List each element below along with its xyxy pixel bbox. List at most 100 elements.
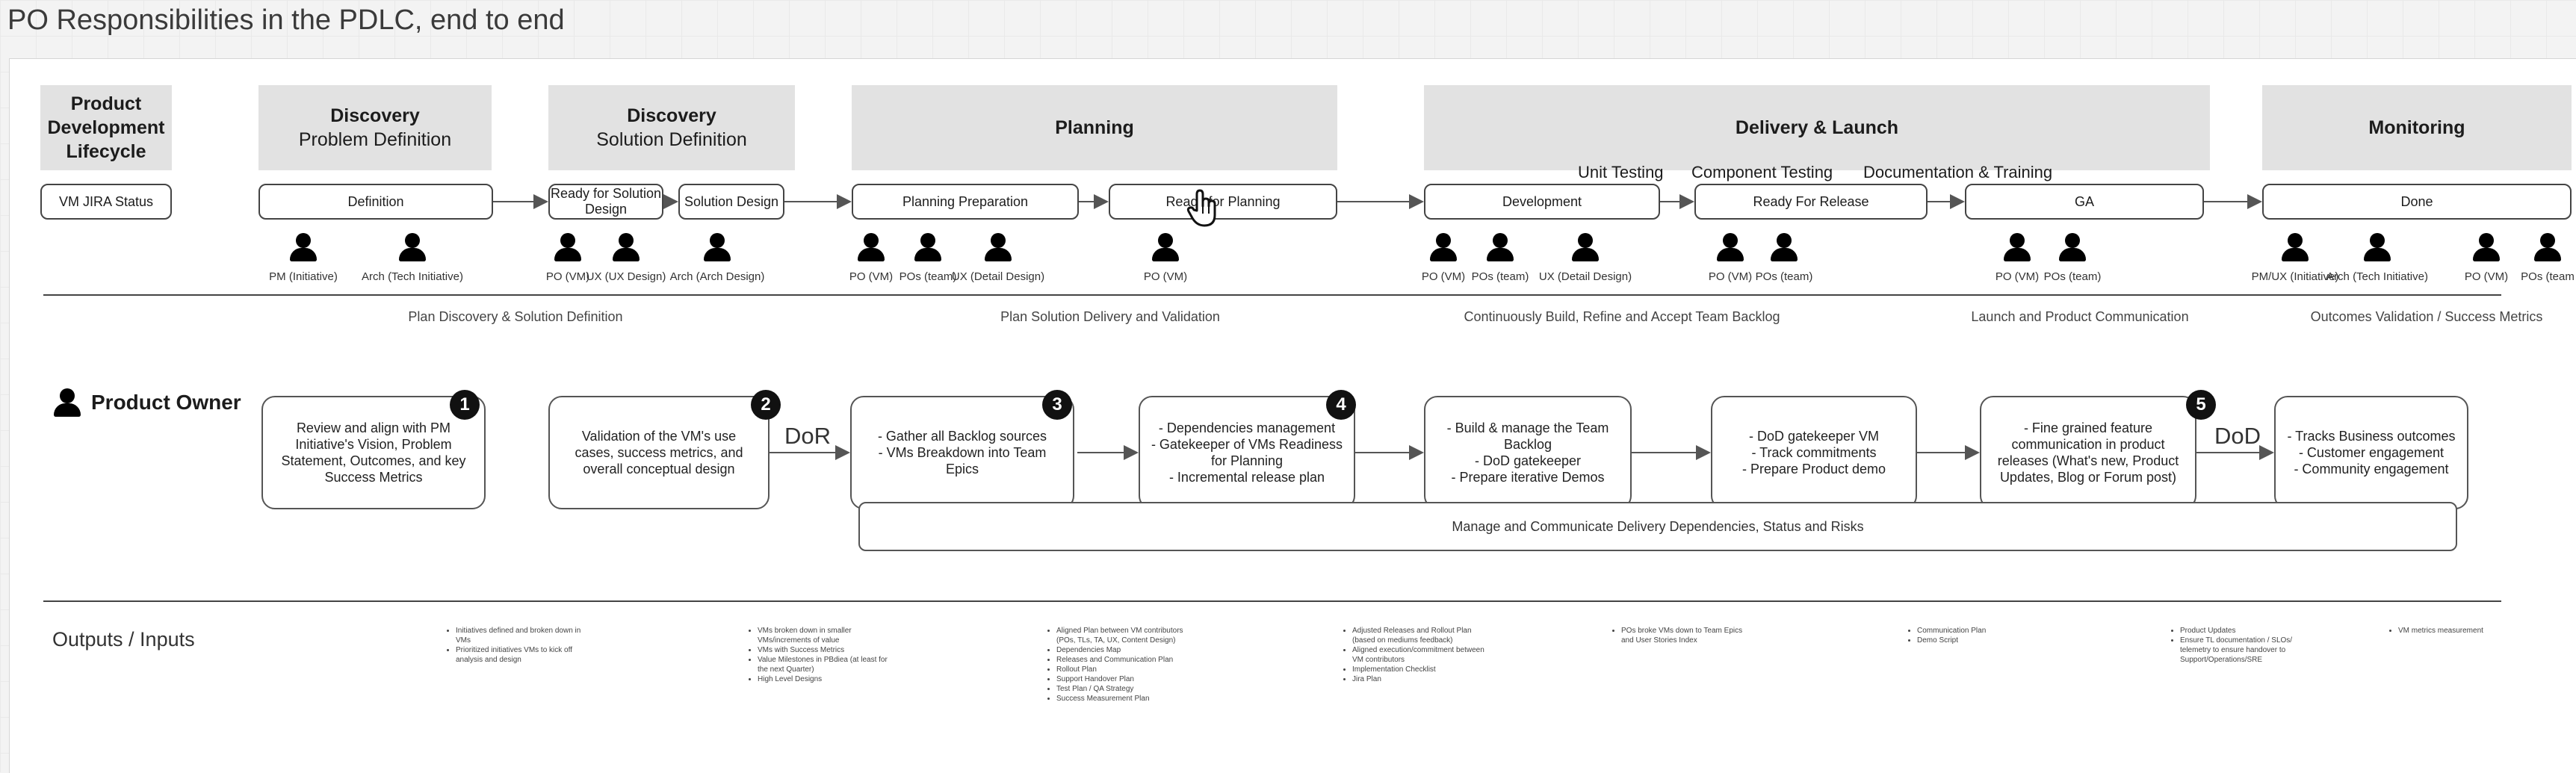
outputs-inputs-label: Outputs / Inputs	[52, 628, 195, 651]
responsibility-card-6: - DoD gatekeeper VM- Track commitments- …	[1711, 396, 1917, 509]
divider-line	[43, 600, 2501, 602]
step-badge: 2	[751, 390, 781, 420]
person-icon	[985, 233, 1012, 261]
person-icon	[54, 388, 81, 417]
person-icon	[1152, 233, 1179, 261]
output-item: VMs broken down in smaller VMs/increment…	[758, 626, 900, 645]
section-label: Launch and Product Communication	[1971, 309, 2189, 324]
output-item: Aligned Plan between VM contributors (PO…	[1056, 626, 1191, 645]
card-line: - Fine grained feature	[2023, 420, 2153, 435]
card-line: - Incremental release plan	[1168, 470, 1325, 485]
status-ready-for-release: Ready For Release	[1694, 184, 1928, 220]
role-label: PM (Initiative)	[269, 270, 338, 283]
step-label-documentation-training: Documentation & Training	[1863, 163, 2053, 181]
phase-title-line: Lifecycle	[66, 141, 146, 162]
dor-marker: DoR	[784, 423, 832, 449]
person-icon	[290, 233, 317, 261]
phase-title-line: Development	[47, 117, 165, 138]
person-icon	[858, 233, 885, 261]
output-item: Ensure TL documentation / SLOs/ telemetr…	[2180, 636, 2322, 665]
page-title: PO Responsibilities in the PDLC, end to …	[7, 4, 565, 36]
person-icon	[1771, 233, 1798, 261]
status-solution-design: Solution Design	[678, 184, 784, 220]
phase-delivery-launch: Delivery & Launch	[1424, 85, 2210, 170]
phase-title: Monitoring	[2368, 117, 2465, 138]
output-item: Initiatives defined and broken down in V…	[456, 626, 598, 645]
person-icon	[914, 233, 941, 261]
product-owner-label: Product Owner	[54, 388, 241, 417]
role-label: PO (VM)	[2464, 270, 2509, 283]
card-line: Review and align with PM	[296, 420, 451, 435]
person-icon	[2059, 233, 2086, 261]
status-ready-for-planning: Ready for Planning	[1109, 184, 1337, 220]
role-label: PO (VM)	[1143, 270, 1188, 283]
person-icon	[2473, 233, 2500, 261]
responsibility-card-7: - Fine grained feature communication in p…	[1980, 396, 2196, 509]
outputs-list: VMs broken down in smaller VMs/increment…	[747, 626, 900, 684]
card-line: cases, success metrics, and	[575, 445, 743, 460]
card-line: Success Metrics	[324, 470, 423, 485]
role-label: POs (team)	[1755, 270, 1813, 283]
status-definition: Definition	[258, 184, 493, 220]
role-label: Arch (Tech Initiative)	[2326, 270, 2428, 283]
delivery-dependencies-box: Manage and Communicate Delivery Dependen…	[858, 502, 2457, 551]
output-item: Dependencies Map	[1056, 645, 1191, 655]
outputs-list: VM metrics measurement	[2388, 626, 2540, 636]
person-icon	[2534, 233, 2561, 261]
responsibility-card-8: - Tracks Business outcomes- Customer eng…	[2274, 396, 2468, 509]
output-item: Demo Script	[1917, 636, 2052, 645]
card-line: communication in product	[2011, 437, 2165, 452]
output-item: Value Milestones in PBdiea (at least for…	[758, 655, 900, 674]
role-label: PO (VM)	[545, 270, 590, 283]
phase-monitoring: Monitoring	[2262, 85, 2572, 170]
section-label: Plan Discovery & Solution Definition	[408, 309, 623, 324]
status-ready-for-solution-design: Ready for Solution Design	[548, 184, 663, 220]
card-line: - Prepare iterative Demos	[1451, 470, 1605, 485]
output-item: Communication Plan	[1917, 626, 2052, 636]
role-label: PO (VM)	[1995, 270, 2040, 283]
role-label: Arch (Tech Initiative)	[362, 270, 463, 283]
card-line: - Track commitments	[1751, 445, 1877, 460]
section-label: Continuously Build, Refine and Accept Te…	[1464, 309, 1780, 324]
outputs-list: Communication Plan Demo Script	[1907, 626, 2052, 645]
card-line: Initiative's Vision, Problem	[295, 437, 452, 452]
status-vm-jira: VM JIRA Status	[40, 184, 172, 220]
phase-pdlc: Product Development Lifecycle	[40, 85, 172, 170]
person-icon	[1430, 233, 1457, 261]
card-line: - Build & manage the Team	[1446, 420, 1609, 435]
dod-marker: DoD	[2214, 423, 2261, 449]
role-label: UX (Detail Design)	[1538, 270, 1632, 283]
card-line: Validation of the VM's use	[581, 429, 737, 444]
output-item: VMs with Success Metrics	[758, 645, 900, 655]
card-line: - Prepare Product demo	[1741, 462, 1886, 476]
output-item: High Level Designs	[758, 674, 900, 684]
person-icon	[704, 233, 731, 261]
phase-discovery-problem: Discovery Problem Definition	[258, 85, 492, 170]
person-icon	[2004, 233, 2031, 261]
person-icon	[1572, 233, 1599, 261]
outputs-list: POs broke VMs down to Team Epics and Use…	[1611, 626, 1756, 645]
step-label-unit-testing: Unit Testing	[1578, 163, 1664, 181]
phase-title: Delivery & Launch	[1735, 117, 1899, 138]
card-line: releases (What's new, Product	[1997, 453, 2179, 468]
person-icon	[554, 233, 581, 261]
person-icon	[1717, 233, 1744, 261]
output-item: Product Updates	[2180, 626, 2322, 636]
role-label: POs (team)	[899, 270, 957, 283]
hand-cursor-icon	[1186, 189, 1216, 227]
card-line: - VMs Breakdown into Team	[878, 445, 1047, 460]
card-line: Updates, Blog or Forum post)	[1999, 470, 2177, 485]
step-label-component-testing: Component Testing	[1691, 163, 1833, 181]
output-item: POs broke VMs down to Team Epics and Use…	[1621, 626, 1756, 645]
card-line: - Tracks Business outcomes	[2287, 429, 2456, 444]
phase-subtitle: Solution Definition	[596, 129, 747, 150]
responsibility-card-4: - Dependencies management- Gatekeeper of…	[1139, 396, 1355, 509]
step-badge: 3	[1042, 390, 1072, 420]
card-line: - Customer engagement	[2298, 445, 2445, 460]
status-ga: GA	[1965, 184, 2204, 220]
card-line: - Dependencies management	[1158, 420, 1336, 435]
role-label: PO (VM)	[1708, 270, 1753, 283]
phase-title: Discovery	[627, 105, 716, 126]
output-item: VM metrics measurement	[2398, 626, 2540, 636]
